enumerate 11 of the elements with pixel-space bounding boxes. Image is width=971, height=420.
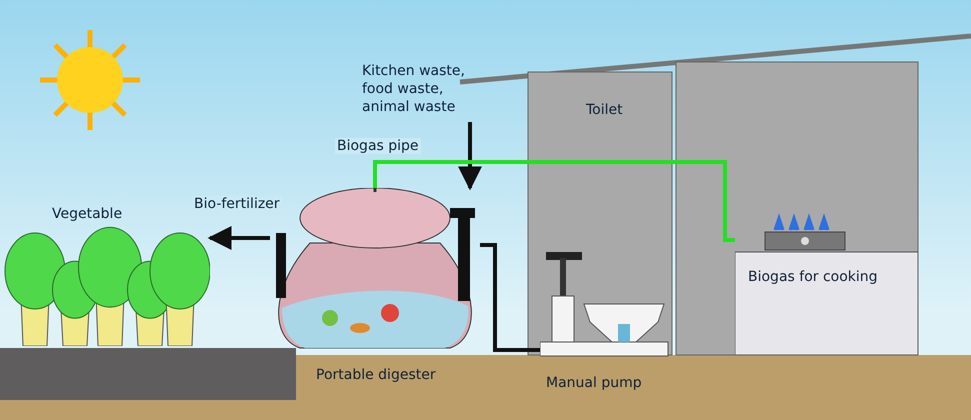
pipe: [373, 160, 735, 242]
arrow: [208, 226, 270, 250]
pipe: [480, 243, 540, 352]
input-label: Kitchen waste, food waste, animal waste: [362, 62, 466, 116]
edge-label: Biogas pipe: [335, 138, 421, 154]
part-label: Portable digester: [316, 366, 436, 384]
part-label: Vegetable: [52, 205, 122, 223]
part-label: Manual pump: [546, 374, 642, 392]
part-label: Biogas for cooking: [748, 268, 878, 286]
room-label: Toilet: [586, 101, 623, 119]
arrow: [458, 122, 482, 190]
